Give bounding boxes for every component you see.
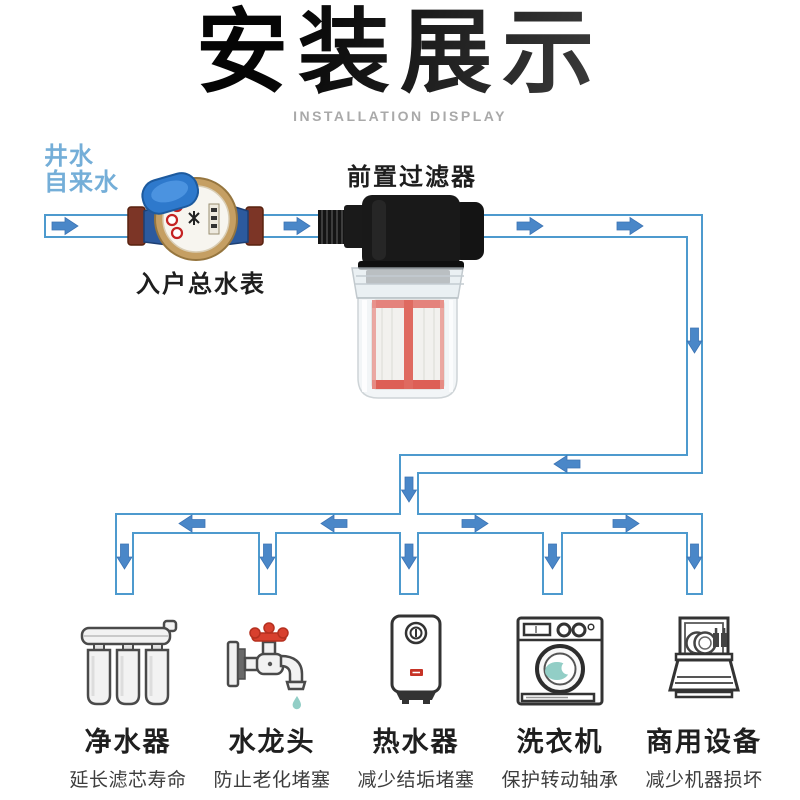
water-purifier-icon: [80, 619, 178, 706]
flow-arrow-right: [461, 514, 489, 533]
tap-water-label: 自来水: [44, 169, 119, 196]
appliance-name: 商用设备: [646, 727, 762, 757]
flow-arrow-down: [116, 543, 133, 570]
appliance-card: 洗衣机 保护转动轴承: [488, 608, 632, 792]
page-title: 安装展示: [0, 2, 800, 105]
appliance-card: 热水器 减少结垢堵塞: [344, 608, 488, 792]
flow-arrow-right: [612, 514, 640, 533]
flow-arrow-down: [400, 543, 418, 570]
washing-machine-icon: [516, 616, 604, 706]
flow-arrow-right: [616, 216, 644, 236]
pipe-network: [44, 214, 703, 595]
flow-arrow-right: [283, 216, 311, 236]
flow-arrow-down: [400, 476, 418, 503]
appliance-name: 洗衣机: [516, 727, 604, 757]
faucet-icon: [226, 622, 307, 710]
well-water-label: 井水: [44, 143, 94, 170]
flow-arrow-down: [259, 543, 276, 570]
flow-arrow-left: [553, 454, 581, 474]
appliance-card: 商用设备 减少机器损坏: [632, 608, 776, 792]
water-meter-label: 入户总水表: [136, 271, 266, 298]
page-subtitle: INSTALLATION DISPLAY: [293, 108, 507, 124]
appliance-name: 水龙头: [228, 727, 316, 757]
appliance-benefit: 减少机器损坏: [645, 770, 763, 791]
appliance-name: 净水器: [84, 727, 172, 757]
flow-arrow-right: [51, 216, 79, 236]
appliance-benefit: 减少结垢堵塞: [357, 770, 475, 791]
appliance-name: 热水器: [372, 727, 460, 757]
appliance-card: 净水器 延长滤芯寿命: [56, 608, 200, 792]
appliance-card: 水龙头 防止老化堵塞: [200, 608, 344, 792]
appliance-benefit: 保护转动轴承: [501, 770, 619, 791]
water-heater-icon: [390, 614, 442, 704]
prefilter-image: [318, 195, 484, 399]
appliance-benefit: 防止老化堵塞: [213, 770, 331, 791]
water-meter-image: [127, 172, 264, 261]
flow-arrow-down: [686, 543, 703, 570]
prefilter-label: 前置过滤器: [347, 164, 477, 191]
flow-arrow-down: [544, 543, 561, 570]
commercial-dishwasher-icon: [668, 616, 740, 699]
flow-arrow-left: [320, 514, 348, 533]
flow-arrow-right: [516, 216, 544, 236]
flow-arrow-left: [178, 514, 206, 533]
flow-arrow-down: [686, 327, 703, 354]
water-source-label: 井水 自来水: [44, 144, 119, 196]
appliance-benefit: 延长滤芯寿命: [69, 770, 187, 791]
